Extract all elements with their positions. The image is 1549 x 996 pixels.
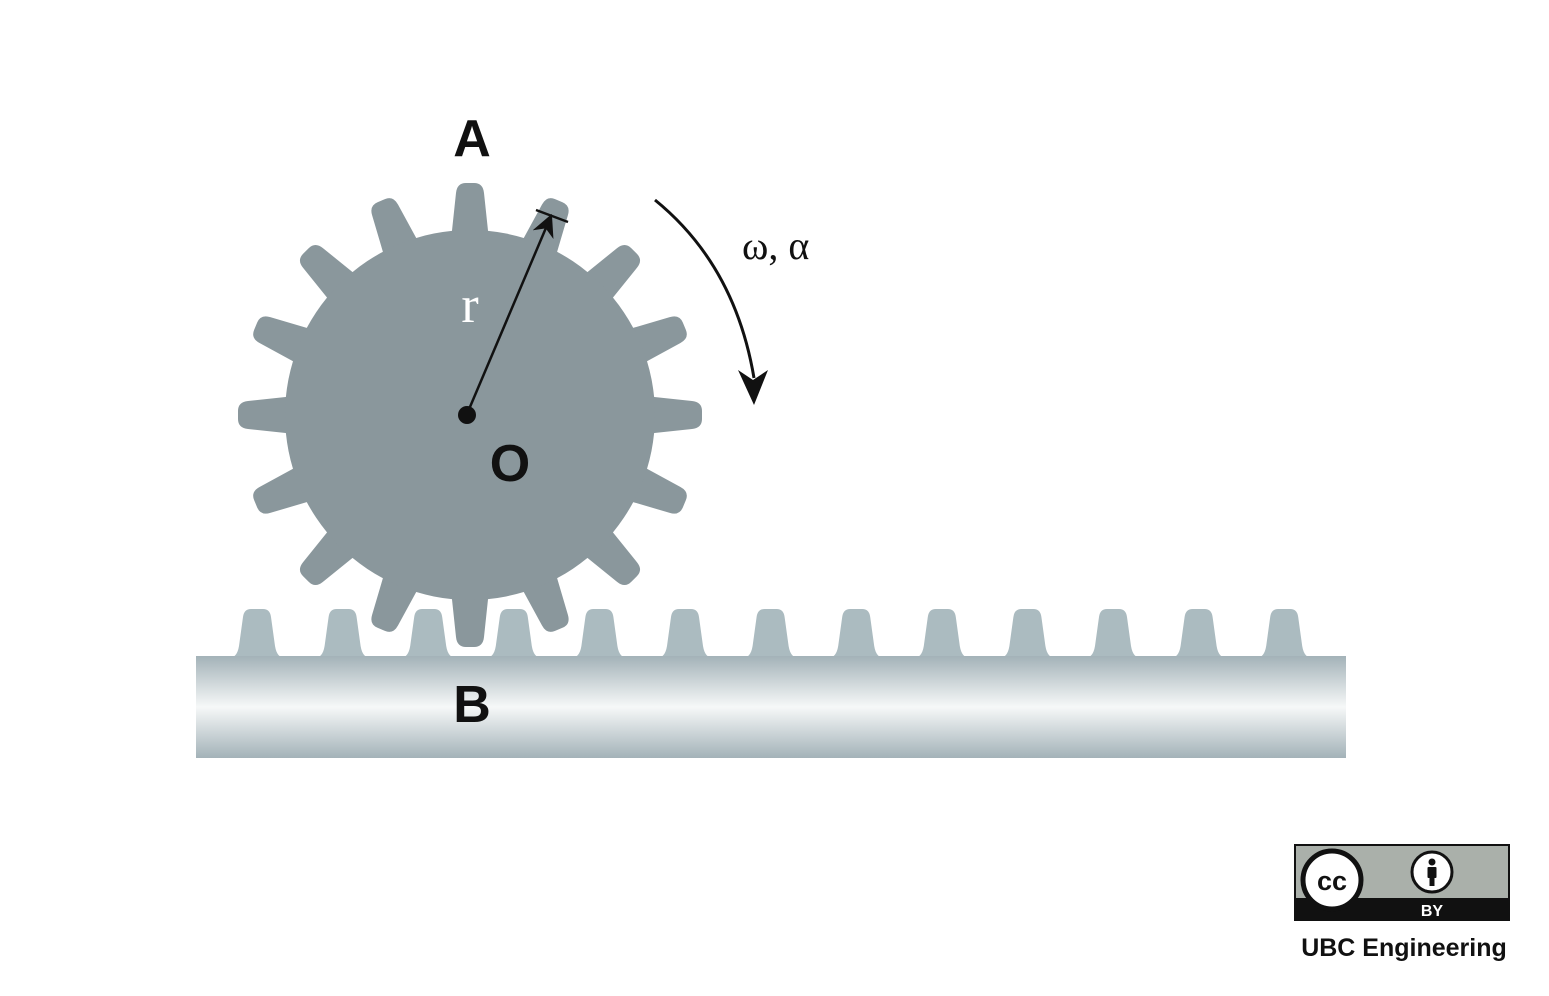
by-label: BY	[1421, 903, 1444, 920]
by-person-icon	[1410, 850, 1454, 894]
rack-tooth	[314, 609, 371, 658]
gear-tooth	[451, 590, 489, 647]
rack-tooth	[400, 609, 457, 658]
radius-arrow-icon	[465, 208, 569, 415]
label-rotation: ω, α	[742, 223, 809, 268]
label-b: B	[453, 676, 491, 734]
gear-tooth	[238, 396, 295, 434]
credit-text: UBC Engineering	[1301, 934, 1507, 962]
gear-tooth	[451, 183, 489, 240]
rack-tooth	[571, 609, 628, 658]
rack-tooth	[1256, 609, 1313, 658]
rack-bar	[196, 656, 1346, 758]
rack-tooth	[657, 609, 713, 658]
label-radius: r	[461, 277, 478, 334]
label-a: A	[453, 110, 491, 168]
cc-icon: cc	[1300, 848, 1364, 912]
gear-tooth	[645, 396, 702, 434]
rack-tooth	[1170, 609, 1227, 658]
rack-tooth	[1085, 609, 1141, 658]
center-point	[458, 406, 476, 424]
rack-tooth	[229, 609, 285, 658]
rack-teeth	[229, 609, 1313, 658]
cc-by-badge: cc BY	[1294, 844, 1510, 921]
rack-tooth	[742, 609, 799, 658]
rotation-arrow-icon	[654, 198, 768, 405]
rack-tooth	[999, 609, 1056, 658]
rack-tooth	[828, 609, 885, 658]
label-o: O	[490, 435, 530, 493]
rack	[196, 609, 1346, 758]
rack-tooth	[913, 609, 970, 658]
svg-text:cc: cc	[1317, 866, 1347, 896]
rack-tooth	[485, 609, 542, 658]
